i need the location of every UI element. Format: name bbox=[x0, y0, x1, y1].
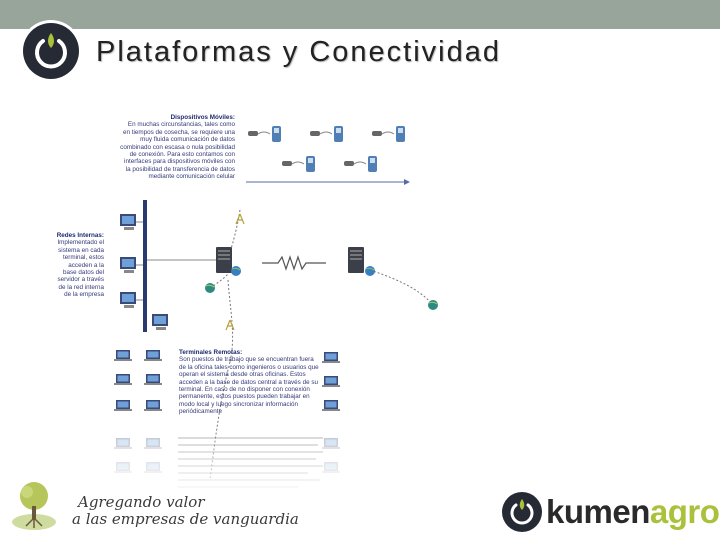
globe-icon bbox=[231, 266, 241, 276]
wan-link bbox=[262, 255, 326, 271]
remote-text: Son puestos de trabajo que se encuentran… bbox=[179, 356, 319, 416]
globe-icon bbox=[428, 300, 438, 310]
globe-icon bbox=[205, 283, 215, 293]
workstation-icon bbox=[120, 257, 136, 273]
antenna-icon bbox=[235, 213, 245, 225]
mobile-device-icon bbox=[344, 156, 377, 172]
globe-icon bbox=[365, 266, 375, 276]
antenna-icon bbox=[225, 319, 235, 331]
cellular-transfer-arrow bbox=[246, 179, 410, 185]
top-banner bbox=[0, 0, 720, 29]
laptop-icon bbox=[114, 350, 132, 361]
laptop-icon bbox=[144, 400, 162, 411]
brand-wordmark-kumen: kumen bbox=[546, 493, 650, 530]
server-icon bbox=[348, 247, 364, 273]
internal-networks-blurb: Redes Internas: Implementado el sistema … bbox=[56, 232, 104, 299]
workstation-icon bbox=[120, 292, 136, 308]
tree-logo-icon bbox=[8, 478, 60, 532]
kumenagro-logo-icon bbox=[20, 20, 82, 82]
laptop-icon bbox=[114, 400, 132, 411]
laptop-icon bbox=[322, 376, 340, 387]
workstation-icon bbox=[152, 314, 168, 330]
slide-title: Plataformas y Conectividad bbox=[96, 36, 501, 68]
workstation-icon bbox=[120, 214, 136, 230]
mobile-devices-blurb: Dispositivos Móviles: En muchas circunst… bbox=[120, 114, 235, 181]
dotted-connection bbox=[227, 279, 234, 363]
laptop-icon bbox=[322, 400, 340, 411]
mobile-devices-group bbox=[248, 126, 405, 172]
dotted-connection bbox=[209, 361, 231, 481]
laptop-icon bbox=[144, 374, 162, 385]
dotted-connection bbox=[369, 269, 433, 305]
network-backbone bbox=[143, 200, 147, 332]
laptop-icon bbox=[114, 374, 132, 385]
internal-text: Implementado el sistema en cada terminal… bbox=[57, 239, 104, 299]
laptop-icon bbox=[144, 350, 162, 361]
slogan-line-1: Agregando valor bbox=[78, 493, 205, 511]
mobile-heading: Dispositivos Móviles: bbox=[170, 114, 235, 121]
laptop-icon bbox=[322, 352, 340, 363]
brand-wordmark: kumenagro bbox=[546, 490, 720, 534]
remote-heading: Terminales Remotas: bbox=[179, 349, 243, 356]
internal-heading: Redes Internas: bbox=[56, 232, 104, 239]
mobile-device-icon bbox=[248, 126, 281, 142]
mobile-device-icon bbox=[372, 126, 405, 142]
mobile-device-icon bbox=[282, 156, 315, 172]
kumenagro-brand: kumenagro bbox=[500, 490, 720, 536]
bottom-fade bbox=[100, 425, 350, 505]
slogan: Agregando valor a las empresas de vangua… bbox=[72, 494, 299, 528]
mobile-device-icon bbox=[310, 126, 343, 142]
server-icon bbox=[216, 247, 232, 273]
remote-terminals-blurb: Terminales Remotas: Son puestos de traba… bbox=[179, 349, 322, 420]
brand-power-icon bbox=[502, 492, 542, 532]
slogan-line-2: a las empresas de vanguardia bbox=[72, 510, 299, 528]
brand-wordmark-agro: agro bbox=[649, 493, 720, 530]
mobile-text: En muchas circunstancias, tales como en … bbox=[120, 121, 235, 181]
